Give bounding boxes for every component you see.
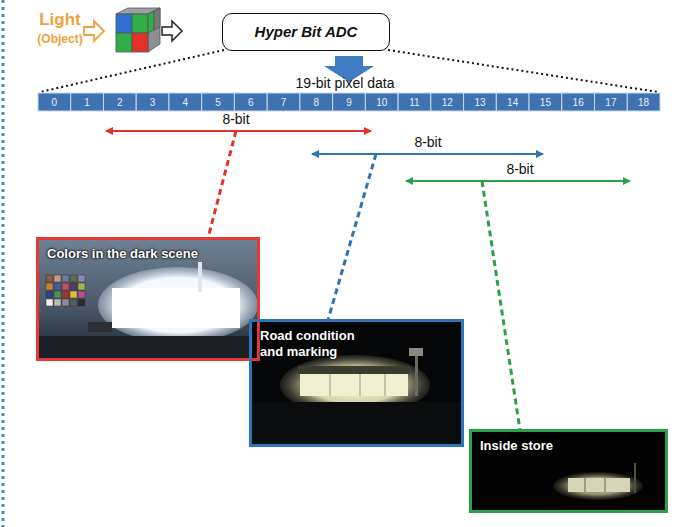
panel-caption: Inside store [480,438,553,454]
bit-cell [169,93,202,111]
bit-cell [267,93,300,111]
bit-cell [103,93,136,111]
bit-index: 15 [540,97,551,108]
image-panel: Inside store [469,429,668,513]
bit-cell [365,93,398,111]
bit-cell [234,93,267,111]
bit-cell [136,93,169,111]
bit-cell [398,93,431,111]
bit-index: 8 [313,97,319,108]
object-label: (Object) [37,33,82,46]
box-label: Hyper Bit ADC [255,23,358,41]
bit-cell [562,93,595,111]
light-label: Light [39,11,81,30]
bit-index: 1 [84,97,90,108]
adc-box: Hyper Bit ADC [222,13,390,51]
image-panel: Colors in the dark scene [36,237,260,361]
bit-index: 14 [507,97,518,108]
bit-index: 2 [117,97,123,108]
bit-index: 3 [150,97,156,108]
bit-cell [529,93,562,111]
bit-index: 18 [638,97,649,108]
bit-cell [333,93,366,111]
bit-width-label: 8-bit [414,135,441,150]
bit-index: 16 [573,97,584,108]
bit-cell [202,93,235,111]
bit-index: 4 [183,97,189,108]
bit-cell [431,93,464,111]
bar-title: 19-bit pixel data [296,76,395,91]
bit-cell [464,93,497,111]
bit-width-label: 8-bit [506,162,533,177]
bit-index: 5 [215,97,221,108]
bit-cell [496,93,529,111]
bit-index: 6 [248,97,254,108]
panel-caption: Road condition and marking [260,328,380,359]
bit-cell [627,93,660,111]
bit-cell [71,93,104,111]
bit-index: 7 [281,97,287,108]
bit-cell [300,93,333,111]
bit-index: 0 [52,97,58,108]
bit-index: 17 [605,97,616,108]
bit-index: 9 [346,97,352,108]
panel-caption: Colors in the dark scene [47,246,198,262]
bit-index: 11 [409,97,419,108]
bit-index: 10 [376,97,387,108]
image-panel: Road condition and marking [249,319,464,447]
bit-index: 13 [474,97,485,108]
bit-cell [595,93,628,111]
bit-width-label: 8-bit [222,112,249,127]
bit-cell [38,93,71,111]
bit-index: 12 [442,97,453,108]
